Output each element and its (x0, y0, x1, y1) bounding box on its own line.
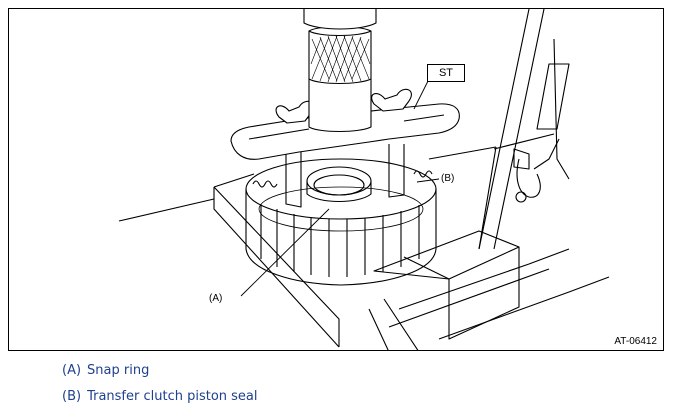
legend-key-a: (A) (62, 363, 82, 378)
legend-item-b: (B) Transfer clutch piston seal (62, 389, 264, 404)
legend-text-b: Transfer clutch piston seal (87, 389, 258, 404)
legend-item-a: (A) Snap ring (62, 363, 155, 378)
diagram-figure: ST (A) (B) AT-06412 (8, 8, 664, 351)
callout-b-label: (B) (441, 173, 455, 184)
special-tool-label: ST (427, 64, 465, 82)
legend-key-b: (B) (62, 389, 82, 404)
figure-id: AT-06412 (614, 336, 657, 347)
tool-illustration (118, 9, 610, 350)
callout-a-label: (A) (209, 293, 223, 304)
legend-text-a: Snap ring (87, 363, 150, 378)
